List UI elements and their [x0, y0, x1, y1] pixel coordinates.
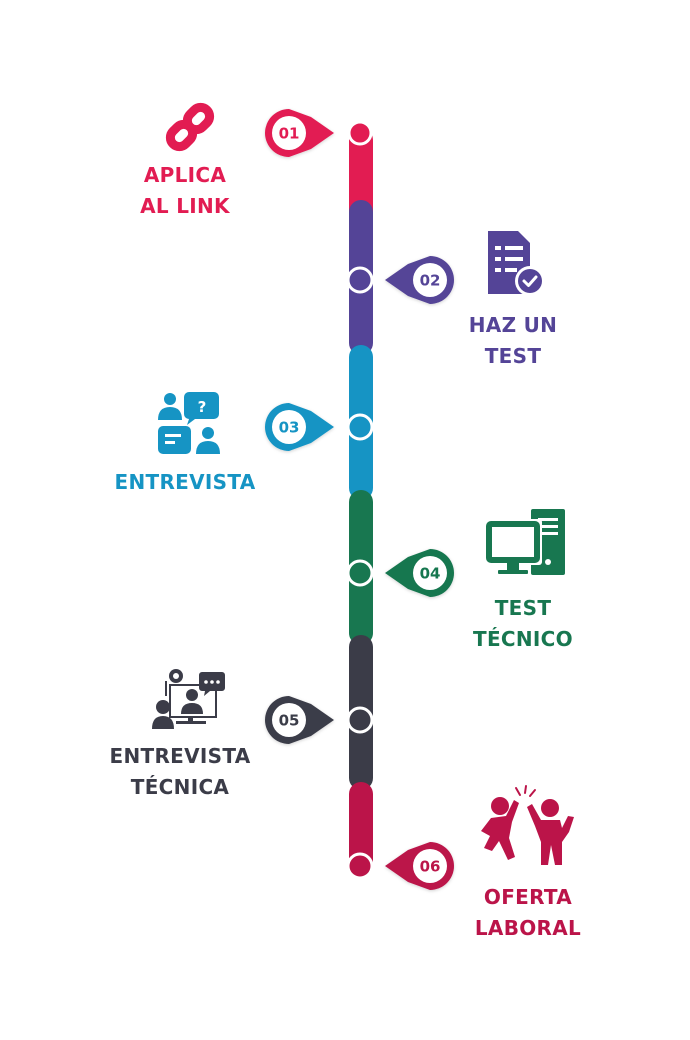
step-label-6: OFERTA LABORAL: [458, 882, 598, 944]
node-dot-3: [346, 413, 374, 441]
step-title-line1: APLICA: [143, 163, 227, 187]
step-number-1: 01: [279, 125, 300, 143]
step-badge-5: 05: [265, 696, 334, 744]
step-number-3: 03: [279, 419, 300, 437]
step-title-line2: AL LINK: [140, 194, 230, 218]
step-label-4: TEST TÉCNICO: [458, 593, 588, 655]
step-title-line2: TÉCNICO: [473, 627, 573, 651]
step-title-line1: ENTREVISTA: [109, 744, 251, 768]
step-label-5: ENTREVISTA TÉCNICA: [90, 741, 270, 803]
step-number-2: 02: [420, 272, 441, 290]
step-badge-3: 03: [265, 403, 334, 451]
step-title-line2: TEST: [484, 344, 542, 368]
step-number-6: 06: [420, 858, 441, 876]
timeline-nodes: [346, 120, 374, 880]
step-badge-1: 01: [265, 109, 334, 157]
checked-document-icon: [488, 231, 545, 296]
node-dot-4: [346, 559, 374, 587]
step-label-3: ENTREVISTA: [95, 467, 275, 498]
node-dot-1: [347, 120, 373, 146]
step-badge-2: 02: [385, 256, 454, 304]
desktop-computer-icon: [484, 509, 565, 575]
link-icon: [165, 102, 215, 152]
node-dot-5: [346, 706, 374, 734]
track-segment-6: [349, 782, 373, 877]
step-title-line2: LABORAL: [474, 916, 582, 940]
step-title-line1: ENTREVISTA: [114, 470, 256, 494]
node-dot-2: [346, 266, 374, 294]
step-label-1: APLICA AL LINK: [120, 160, 250, 222]
step-badge-6: 06: [385, 842, 454, 890]
step-number-4: 04: [420, 565, 441, 583]
step-badge-4: 04: [385, 549, 454, 597]
high-five-icon: [481, 785, 574, 865]
interview-chat-icon: ?: [158, 392, 220, 454]
step-title-line2: TÉCNICA: [130, 775, 230, 799]
step-title-line1: TEST: [494, 596, 552, 620]
svg-text:?: ?: [198, 398, 207, 416]
video-call-icon: [152, 669, 225, 729]
step-title-line1: HAZ UN: [468, 313, 558, 337]
node-dot-6: [346, 852, 374, 880]
step-title-line1: OFERTA: [483, 885, 573, 909]
timeline-track: [349, 128, 373, 877]
step-number-5: 05: [279, 712, 300, 730]
step-label-2: HAZ UN TEST: [448, 310, 578, 372]
